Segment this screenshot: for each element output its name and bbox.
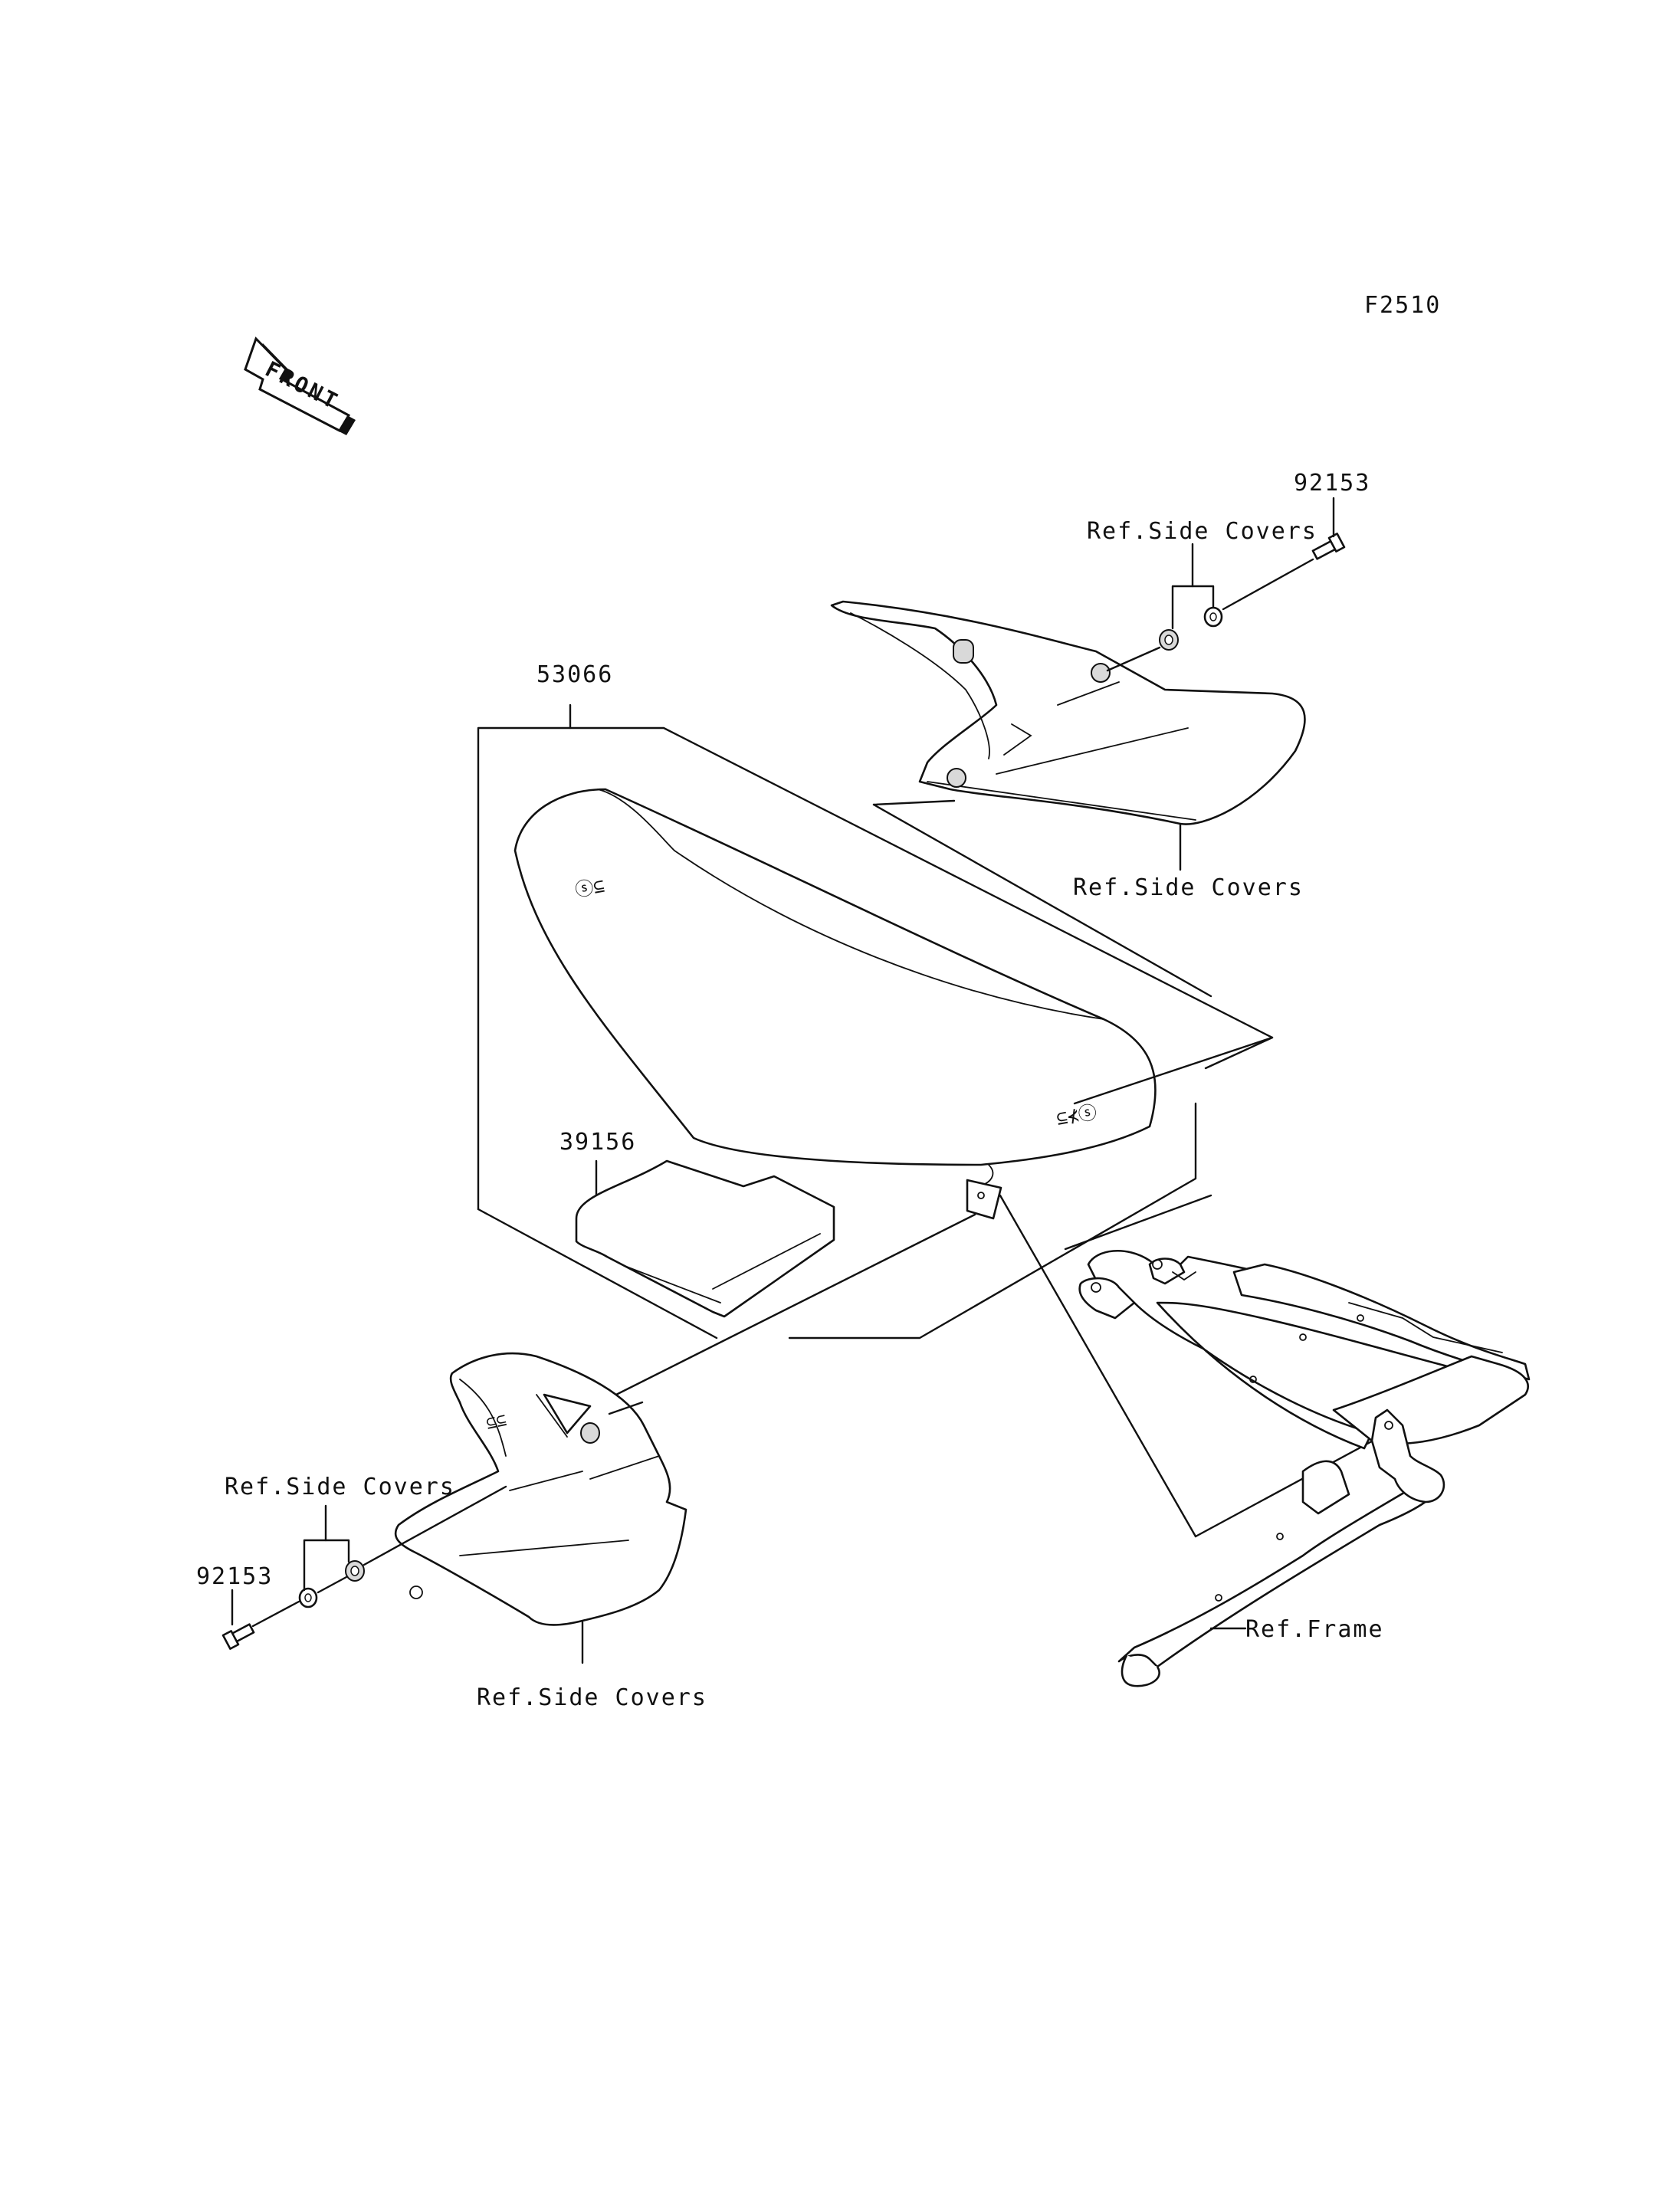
callout-left-collar-ref: Ref.Side Covers <box>225 1474 455 1500</box>
callout-92153-right: 92153 <box>1294 470 1370 497</box>
right-grommet <box>1159 629 1179 651</box>
left-bolt-icon <box>221 1623 255 1650</box>
left-collar <box>298 1587 318 1608</box>
callout-53066: 53066 <box>536 661 613 688</box>
leader-right-bolt-to-collar <box>1222 558 1314 611</box>
callout-right-collar-ref: Ref.Side Covers <box>1087 518 1317 545</box>
callout-39156: 39156 <box>559 1129 636 1156</box>
callout-frame-ref: Ref.Frame <box>1245 1616 1384 1643</box>
leader-seat-to-left-cover <box>587 1213 976 1410</box>
leader-seat-to-right-cover <box>1073 1036 1274 1105</box>
callout-right-cover-ref: Ref.Side Covers <box>1073 874 1304 901</box>
leader-left-collar-bracket <box>303 1539 350 1592</box>
leader-left-grommet-to-cover <box>363 1485 507 1566</box>
frame <box>1078 1250 1531 1687</box>
seat: ⓢ⊆ ⊆⊀ⓢ <box>514 788 1157 1220</box>
seat-mark-front: ⓢ⊆ <box>573 875 606 901</box>
left-side-cover: ⊆⊆ <box>394 1352 687 1626</box>
leader-right-cover-box-a <box>872 799 956 806</box>
right-collar <box>1203 606 1223 628</box>
leader-left-collar-to-grommet <box>317 1576 348 1594</box>
callout-92153-left: 92153 <box>196 1563 273 1590</box>
leader-left-bolt-to-collar <box>251 1600 300 1628</box>
leader-left-cover-to-seat <box>608 1401 644 1415</box>
right-side-cover <box>830 600 1306 825</box>
figure-code: F2510 <box>1364 292 1441 319</box>
leader-right-cover-box-b <box>872 803 1212 998</box>
seat-pad <box>575 1159 835 1318</box>
seat-reference-box <box>477 703 1274 1340</box>
front-arrow-icon: FRONT <box>244 336 356 435</box>
svg-text:⊆⊆: ⊆⊆ <box>484 1411 508 1434</box>
leader-seat-to-frame-3 <box>1064 1194 1212 1251</box>
right-bolt-icon <box>1311 533 1346 560</box>
leader-right-collar-to-cover <box>1106 646 1161 672</box>
leader-seat-to-frame-2 <box>1194 1431 1389 1538</box>
callout-left-cover-ref: Ref.Side Covers <box>477 1684 707 1711</box>
left-grommet <box>345 1560 365 1582</box>
leader-seat-to-frame <box>999 1194 1197 1538</box>
